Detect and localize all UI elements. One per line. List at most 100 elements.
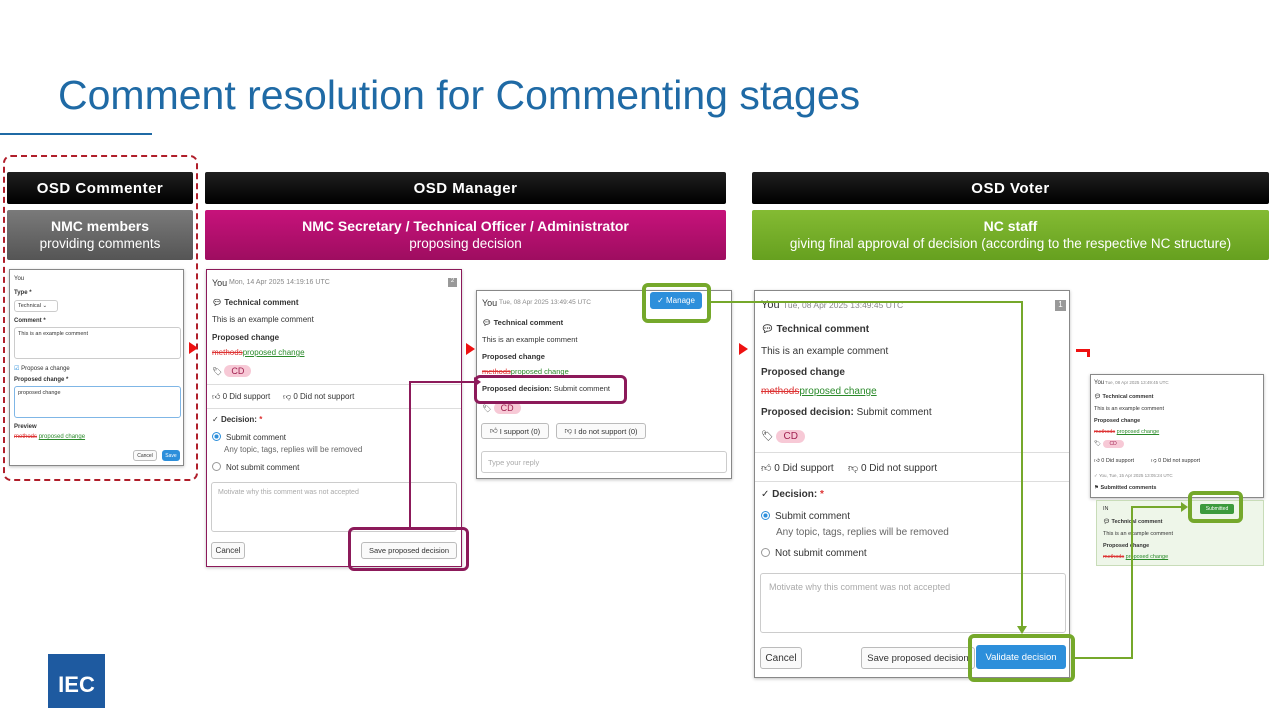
- mgr-old-text: methods: [212, 348, 243, 357]
- group-voter-title: NC staff: [983, 218, 1038, 234]
- voter-cancel-button[interactable]: Cancel: [760, 647, 802, 669]
- validate-decision-button[interactable]: Validate decision: [976, 645, 1066, 669]
- mgr-motivate-input[interactable]: Motivate why this comment was not accept…: [211, 482, 457, 532]
- voter-proposed-label: Proposed change: [761, 367, 845, 378]
- connector-manage-validate: [711, 301, 1023, 628]
- final-kind2: Technical comment: [1111, 519, 1163, 525]
- role-commenter-label: OSD Commenter: [36, 179, 164, 197]
- role-commenter: OSD Commenter: [7, 172, 193, 204]
- form-author: You: [14, 276, 25, 282]
- voter-decision-label: Proposed decision:: [761, 407, 854, 418]
- final-proposed-label: Proposed change: [1094, 418, 1141, 424]
- group-manager-title: NMC Secretary / Technical Officer / Admi…: [302, 218, 629, 234]
- checkbox-icon: ☑: [14, 366, 20, 372]
- group-commenter-title: NMC members: [50, 218, 150, 234]
- submitted-highlight: [1188, 491, 1243, 523]
- voter-count-badge: 1: [1055, 300, 1066, 311]
- connector-manager: [409, 381, 474, 528]
- connector-arrowhead: [474, 377, 481, 387]
- radio-unchecked-icon: [761, 548, 770, 557]
- mid-old-text: methods: [482, 367, 511, 376]
- group-manager: NMC Secretary / Technical Officer / Admi…: [205, 210, 726, 260]
- final-old-text: methods: [1094, 429, 1116, 435]
- mid-nosupport-button[interactable]: 👎︎ I do not support (0): [556, 423, 646, 439]
- mid-kind: Technical comment: [493, 318, 564, 327]
- divider: [207, 408, 461, 409]
- group-manager-subtitle: proposing decision: [409, 236, 522, 251]
- final-proposed-label2: Proposed change: [1103, 543, 1150, 549]
- final-support-label: 0 Did support: [1101, 458, 1134, 464]
- thumbs-down-icon: 👎︎: [283, 392, 292, 401]
- voter-vdecision-label: Decision:: [772, 489, 818, 500]
- manage-highlight: [642, 283, 711, 323]
- voter-nosupport[interactable]: 👎︎ 0 Did not support: [848, 462, 937, 474]
- final-status-label: Submitted: [1205, 506, 1229, 512]
- check-icon: ✓: [761, 489, 770, 500]
- voter-support[interactable]: 👍︎ 0 Did support: [761, 462, 834, 474]
- voter-save-button[interactable]: Save proposed decision: [861, 647, 975, 669]
- flag-icon: ⚑: [1094, 485, 1099, 491]
- final-tag[interactable]: CD: [1102, 440, 1124, 448]
- check-icon: ✓: [1094, 473, 1098, 478]
- voter-motivate-placeholder: Motivate why this comment was not accept…: [769, 582, 951, 592]
- form-type-select[interactable]: Technical ⌄: [14, 300, 58, 312]
- form-propose-checkbox[interactable]: ☑ Propose a change: [14, 365, 70, 372]
- connector-arrowhead: [1017, 626, 1027, 634]
- mgr-notsubmit-radio[interactable]: Not submit comment: [212, 462, 299, 472]
- form-proposed-input[interactable]: proposed change: [14, 386, 181, 418]
- mgr-cancel-button[interactable]: Cancel: [211, 542, 245, 559]
- voter-tag[interactable]: CD: [776, 430, 805, 443]
- voter-new-text: proposed change: [799, 386, 877, 397]
- form-preview-label: Preview: [14, 424, 37, 430]
- group-commenter: NMC members providing comments: [7, 210, 193, 260]
- mgr-nosupport[interactable]: 👎︎ 0 Did not support: [283, 392, 354, 402]
- role-manager-label: OSD Manager: [413, 179, 518, 197]
- form-propose-label: Propose a change: [21, 366, 70, 372]
- final-kind: Technical comment: [1102, 394, 1154, 400]
- divider: [207, 384, 461, 385]
- final-nosupport[interactable]: 👎︎ 0 Did not support: [1151, 458, 1200, 464]
- final-author: You: [1094, 380, 1105, 386]
- final-history: You, Tue, 15 Apr 2025 13:05:24 UTC: [1098, 473, 1173, 478]
- radio-checked-icon: [212, 432, 221, 441]
- mid-author: You: [482, 298, 498, 308]
- form-save-button[interactable]: Save: [162, 450, 180, 461]
- comment-bubble-icon: 💬︎: [482, 318, 492, 327]
- mid-support-button[interactable]: 👍︎ I support (0): [481, 423, 549, 439]
- final-nosupport-label: 0 Did not support: [1158, 458, 1201, 464]
- mid-decision-label: Proposed decision:: [482, 384, 552, 393]
- group-commenter-subtitle: providing comments: [39, 236, 161, 251]
- mid-reply-input[interactable]: Type your reply: [481, 451, 727, 473]
- form-comment-input[interactable]: This is an example comment: [14, 327, 181, 359]
- form-cancel-button[interactable]: Cancel: [133, 450, 157, 461]
- voter-notsubmit-radio[interactable]: Not submit comment: [761, 548, 867, 559]
- voter-date: Tue, 08 Apr 2025 13:49:45 UTC: [783, 300, 904, 310]
- form-comment-value: This is an example comment: [18, 331, 88, 337]
- form-type-label: Type *: [14, 290, 32, 296]
- mgr-support[interactable]: 👍︎ 0 Did support: [212, 392, 270, 402]
- iec-logo-text: IEC: [58, 672, 95, 697]
- mgr-author: You: [212, 278, 228, 288]
- mgr-new-text: proposed change: [242, 348, 305, 357]
- form-preview-old: methods: [14, 434, 38, 440]
- title-underline: [0, 133, 152, 135]
- iec-logo: IEC: [48, 654, 105, 708]
- mgr-required-mark: *: [259, 415, 263, 424]
- voter-motivate-input[interactable]: Motivate why this comment was not accept…: [760, 573, 1066, 633]
- comment-bubble-icon: 💬︎: [761, 324, 774, 335]
- manager-decision-panel: You Mon, 14 Apr 2025 14:19:16 UTC 2 💬︎ T…: [206, 269, 462, 567]
- chevron-down-icon: ⌄: [42, 303, 48, 309]
- voter-submit-radio[interactable]: Submit comment: [761, 511, 850, 522]
- mgr-save-button[interactable]: Save proposed decision: [361, 542, 457, 559]
- mgr-submit-radio[interactable]: Submit comment: [212, 432, 286, 442]
- mid-decision-value: Submit comment: [553, 384, 610, 393]
- mid-proposed-label: Proposed change: [482, 352, 545, 361]
- thumbs-up-icon: 👍︎: [212, 392, 221, 401]
- flow-arrow-icon: [739, 343, 748, 355]
- role-voter-label: OSD Voter: [971, 179, 1050, 197]
- form-type-value: Technical: [18, 303, 41, 309]
- mgr-tag[interactable]: CD: [224, 365, 252, 377]
- final-support[interactable]: 👍︎ 0 Did support: [1094, 458, 1134, 464]
- manage-button[interactable]: ✓ Manage: [650, 292, 702, 309]
- mid-tag[interactable]: CD: [493, 402, 521, 414]
